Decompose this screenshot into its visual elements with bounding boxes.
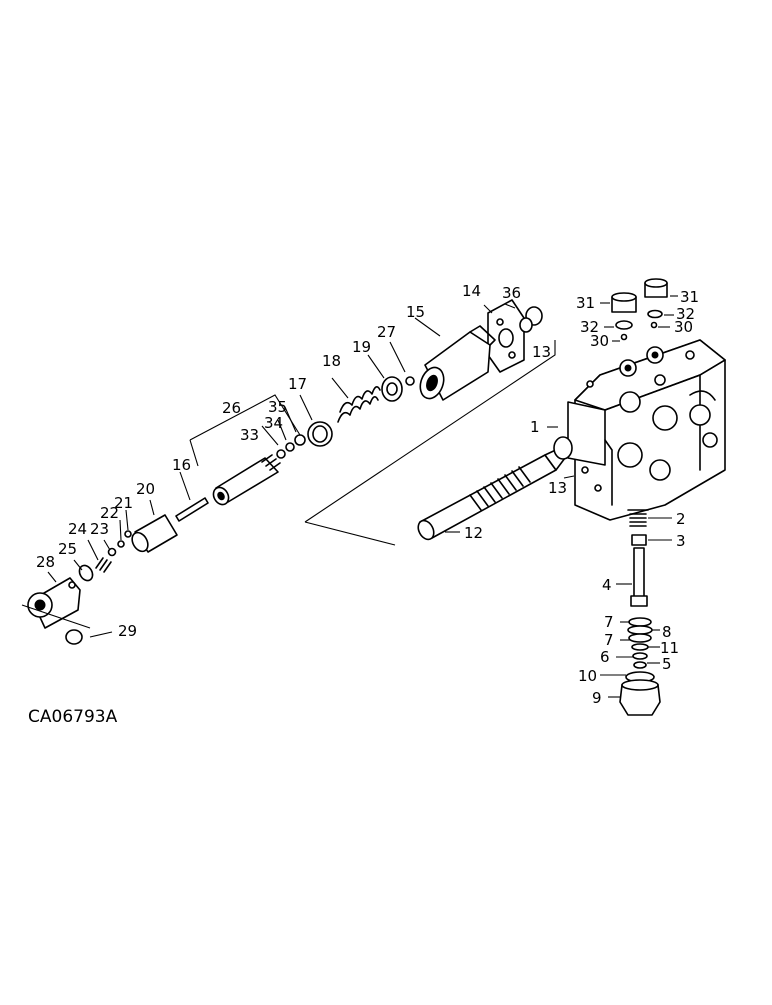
- plugs-group: [600, 278, 678, 342]
- callout-31b: 31: [680, 288, 699, 306]
- centering-spring-parts: [299, 341, 415, 447]
- callout-17: 17: [288, 375, 307, 393]
- callout-30a: 30: [590, 332, 609, 350]
- callout-1: 1: [530, 418, 540, 436]
- figure-code: CA06793A: [28, 707, 118, 727]
- callout-30b: 30: [674, 318, 693, 336]
- callout-32b: 32: [676, 305, 695, 323]
- callout-3: 3: [676, 532, 686, 550]
- callout-7a: 7: [604, 613, 614, 631]
- callout-16: 16: [172, 456, 191, 474]
- callout-13a: 13: [532, 343, 551, 361]
- callout-14: 14: [462, 282, 481, 300]
- callout-5: 5: [662, 655, 672, 673]
- callout-10: 10: [578, 667, 597, 685]
- callout-27: 27: [377, 323, 396, 341]
- callout-4: 4: [602, 576, 612, 594]
- callout-31a: 31: [576, 294, 595, 312]
- end-cap-assembly: [21, 571, 113, 645]
- callout-33: 33: [240, 426, 259, 444]
- callout-24: 24: [68, 520, 87, 538]
- detent-assembly: [175, 406, 306, 522]
- callout-18: 18: [322, 352, 341, 370]
- valve-body: [567, 339, 726, 521]
- callout-36: 36: [502, 284, 521, 302]
- callout-25: 25: [58, 540, 77, 558]
- callout-23: 23: [90, 520, 109, 538]
- callout-6: 6: [600, 648, 610, 666]
- callout-11: 11: [660, 639, 679, 657]
- callout-32a: 32: [580, 318, 599, 336]
- callout-13b: 13: [548, 479, 567, 497]
- callout-29: 29: [118, 622, 137, 640]
- callout-20: 20: [136, 480, 155, 498]
- lower-relief-stack: [600, 509, 672, 716]
- callout-labels: 1 2 3 4 7 8 7 11 6 5 10 9 12 13 13 14 36…: [28, 282, 699, 727]
- callout-22: 22: [100, 504, 119, 522]
- callout-7b: 7: [604, 631, 614, 649]
- spring-cap-assembly: [414, 299, 543, 401]
- main-spool: [417, 426, 575, 541]
- group-bracket-right: [304, 340, 556, 546]
- callout-12: 12: [464, 524, 483, 542]
- callout-21: 21: [114, 494, 133, 512]
- callout-34: 34: [264, 414, 283, 432]
- callout-26: 26: [222, 399, 241, 417]
- detent-sleeve-parts: [73, 499, 178, 582]
- callout-19: 19: [352, 338, 371, 356]
- callout-8: 8: [662, 623, 672, 641]
- callout-9: 9: [592, 689, 602, 707]
- callout-15: 15: [406, 303, 425, 321]
- callout-35: 35: [268, 398, 287, 416]
- callout-28: 28: [36, 553, 55, 571]
- callout-2: 2: [676, 510, 686, 528]
